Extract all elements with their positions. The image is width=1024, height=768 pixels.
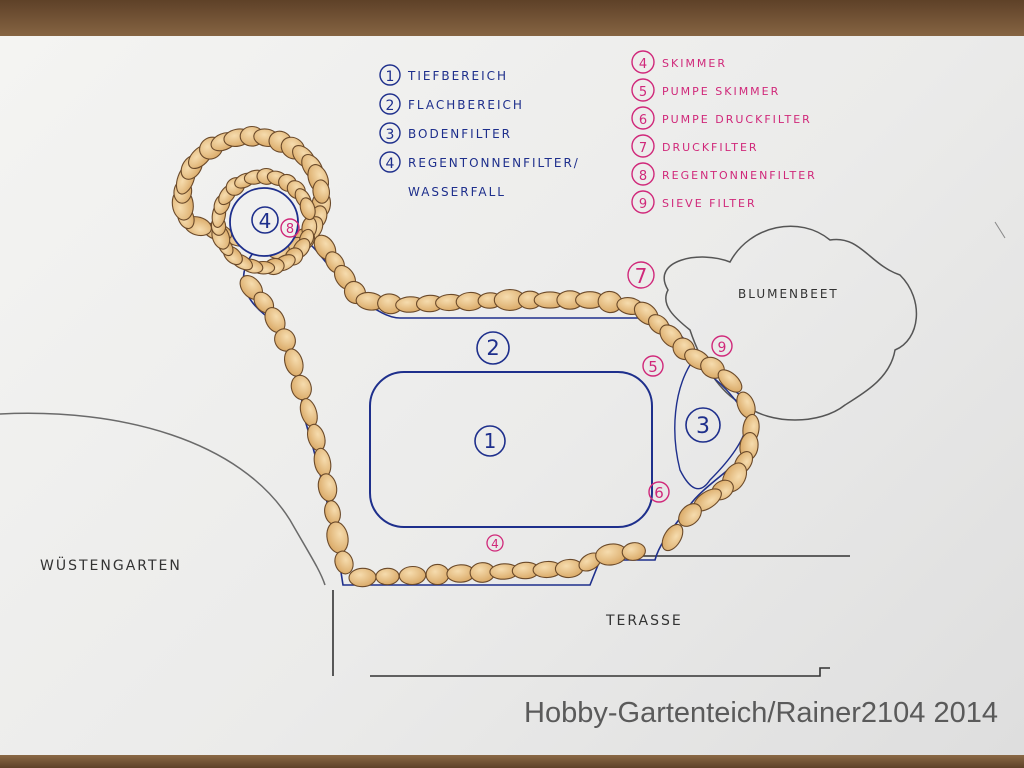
legend-number-circle xyxy=(631,162,655,186)
legend-label: PUMPE DRUCKFILTER xyxy=(662,113,812,126)
flowerbed-label: BLUMENBEET xyxy=(738,287,839,301)
legend-pink: 4 SKIMMER 5 PUMPE SKIMMER 6 PUMPE DRUCKFILTER… xyxy=(631,50,817,214)
stone xyxy=(299,398,318,427)
legend-label: FLACHBEREICH xyxy=(408,98,524,112)
legend-number: 4 xyxy=(386,156,395,172)
table-background xyxy=(0,0,1024,40)
marker-druckfilter: 7 xyxy=(627,261,655,289)
legend-label: PUMPE SKIMMER xyxy=(662,85,780,98)
stone xyxy=(324,500,341,525)
legend-number: 6 xyxy=(639,113,647,128)
legend-label: BODENFILTER xyxy=(408,127,512,141)
marker-deep-zone: 1 xyxy=(474,425,506,457)
stone xyxy=(313,447,332,478)
stone xyxy=(661,523,684,552)
stone xyxy=(348,567,377,588)
svg-text:7: 7 xyxy=(635,264,648,288)
stone xyxy=(717,369,743,393)
stone xyxy=(398,565,427,586)
legend-number: 5 xyxy=(639,85,647,100)
stone xyxy=(375,567,400,586)
legend-label: SKIMMER xyxy=(662,57,727,70)
desert-garden-outline xyxy=(0,412,326,586)
flowerbed-outline xyxy=(663,225,918,421)
stone xyxy=(678,503,702,527)
legend-number: 3 xyxy=(386,127,395,143)
svg-text:8: 8 xyxy=(286,222,294,237)
legend-number-circle xyxy=(631,134,655,158)
marker-pump-skimmer: 5 xyxy=(642,355,664,377)
svg-text:5: 5 xyxy=(648,358,658,376)
stone xyxy=(326,521,349,554)
legend-number: 8 xyxy=(639,169,647,184)
stone xyxy=(299,197,316,221)
paper-sheet xyxy=(0,36,1024,758)
svg-text:9: 9 xyxy=(718,340,727,356)
marker-skimmer: 4 xyxy=(486,534,504,552)
legend-number-circle xyxy=(631,106,655,130)
legend-label: WASSERFALL xyxy=(408,185,506,199)
stone xyxy=(312,179,331,204)
legend-label: TIEFBEREICH xyxy=(407,69,508,83)
stone xyxy=(290,374,312,401)
legend-number-circle xyxy=(631,190,655,214)
svg-text:2: 2 xyxy=(486,336,499,360)
table-edge xyxy=(0,755,1024,768)
legend-label: REGENTONNENFILTER/ xyxy=(408,156,580,170)
legend-blue: 1 TIEFBEREICH 2 FLACHBEREICH 3 BODENFILTER 4 RE… xyxy=(379,64,580,199)
svg-text:4: 4 xyxy=(259,209,272,233)
marker-pump-druckfilter: 6 xyxy=(648,481,670,503)
stone xyxy=(425,563,450,586)
rain-barrel-filter xyxy=(229,187,299,257)
stone xyxy=(554,558,584,579)
marker-rain-barrel-pink: 8 xyxy=(280,218,300,238)
stone xyxy=(621,542,646,561)
svg-text:3: 3 xyxy=(696,414,710,439)
legend-number: 4 xyxy=(639,57,647,72)
deep-zone-outline xyxy=(369,371,653,528)
legend-label: REGENTONNENFILTER xyxy=(662,169,817,182)
svg-text:6: 6 xyxy=(654,484,664,502)
desert-garden-label: WÜSTENGARTEN xyxy=(40,556,182,574)
stone-border xyxy=(171,125,760,588)
marker-bottom-filter: 3 xyxy=(685,407,721,443)
stone xyxy=(317,473,338,502)
legend-number: 2 xyxy=(386,98,395,114)
flowerbed-pencil-tick xyxy=(994,221,1006,239)
legend-label: DRUCKFILTER xyxy=(662,141,759,154)
marker-rain-barrel: 4 xyxy=(251,206,279,234)
marker-sieve-filter: 9 xyxy=(711,335,733,357)
watermark: Hobby-Gartenteich/Rainer2104 2014 xyxy=(524,697,998,729)
legend-number-circle xyxy=(631,50,655,74)
bottom-filter-outline xyxy=(674,364,749,490)
legend-label: SIEVE FILTER xyxy=(662,197,757,210)
legend-number-circle xyxy=(379,64,401,86)
legend-number: 7 xyxy=(639,141,647,156)
svg-text:4: 4 xyxy=(491,537,499,551)
legend-number: 1 xyxy=(386,69,395,85)
stone xyxy=(306,423,326,452)
terrace-label: TERASSE xyxy=(605,613,683,629)
legend-number-circle xyxy=(631,78,655,102)
legend-number-circle xyxy=(379,122,401,144)
legend-number-circle xyxy=(379,151,401,173)
stone xyxy=(334,550,354,575)
marker-shallow-zone: 2 xyxy=(476,331,510,365)
svg-text:1: 1 xyxy=(484,429,497,453)
legend-number-circle xyxy=(379,93,401,115)
legend-number: 9 xyxy=(639,197,647,212)
